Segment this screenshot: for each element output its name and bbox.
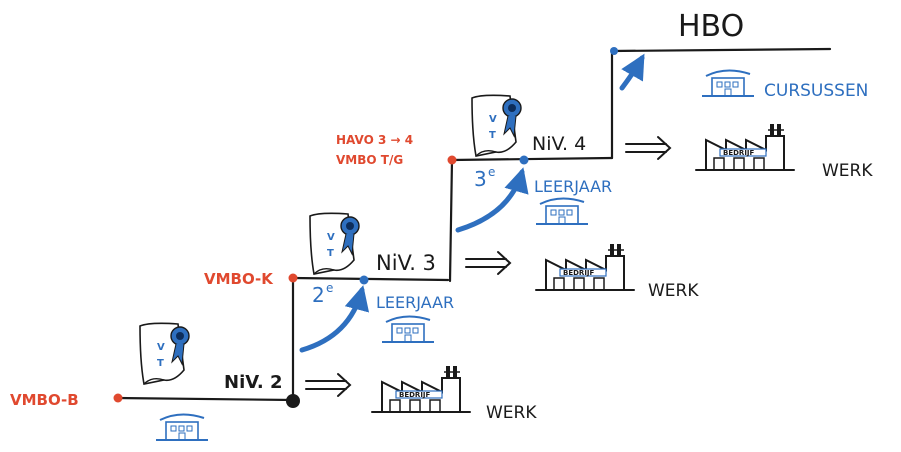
double-arrow-niv2 (305, 373, 352, 397)
leerjaar-2-word: LEERJAAR (376, 293, 454, 312)
dot-vmbo-b (113, 393, 123, 403)
dot-niv3 (359, 275, 369, 285)
arrow-niv3-to-niv4 (455, 167, 529, 233)
label-niv4: NiV. 4 (532, 133, 586, 155)
step-line-niv3 (291, 276, 450, 282)
step-line-niv2 (116, 396, 295, 402)
diploma-letter-t: T (489, 130, 496, 141)
label-cursussen: CURSUSSEN (764, 81, 868, 101)
diploma-letter-v: V (157, 342, 165, 353)
diploma-icon-niv4 (471, 94, 522, 157)
double-arrow-niv3 (465, 251, 512, 275)
staircase (116, 47, 832, 402)
diploma-letter-t: T (327, 248, 334, 259)
leerjaar-3-sup: e (488, 165, 495, 179)
dot-havo (447, 155, 457, 165)
double-arrow-niv4 (625, 136, 672, 160)
diploma-letter-v: V (327, 232, 335, 243)
step-line-hbo (610, 47, 832, 53)
leerjaar-3-word: LEERJAAR (534, 177, 612, 196)
ground-lines (371, 169, 795, 413)
diploma-letter-t: T (157, 358, 164, 369)
factory-sign-text: BEDRIJF (723, 149, 755, 157)
school-icon-cursussen (701, 69, 755, 97)
dot-vmbo-k (288, 273, 298, 283)
school-icon-niv4 (535, 197, 589, 225)
label-hbo: HBO (678, 9, 744, 44)
factory-sign-text: BEDRIJF (563, 269, 595, 277)
label-werk-niv2: WERK (486, 403, 537, 423)
label-werk-niv4: WERK (822, 161, 873, 181)
progression-arrows (299, 53, 645, 353)
label-havo-line1: HAVO 3 → 4 (336, 133, 413, 147)
riser-line-3-4 (448, 158, 454, 283)
label-niv2: NiV. 2 (224, 372, 282, 393)
step-dots (113, 47, 618, 408)
dot-niv2 (286, 394, 300, 408)
factory-icon-niv4 (705, 123, 785, 171)
arrow-to-hbo (619, 53, 645, 91)
dot-hbo (610, 47, 618, 55)
dot-niv4 (519, 155, 529, 165)
factory-icon-niv3 (545, 243, 625, 291)
arrow-niv2-to-niv3 (299, 285, 370, 353)
factory-icon-niv2 (381, 365, 461, 413)
label-niv3: NiV. 3 (376, 251, 436, 275)
label-havo-line2: VMBO T/G (336, 153, 403, 167)
outcome-arrows (305, 136, 672, 397)
factory-sign-text: BEDRIJF (399, 391, 431, 399)
leerjaar-2-number: 2 (312, 283, 325, 307)
school-icon-niv3 (381, 315, 435, 343)
school-icon-niv2 (155, 413, 209, 441)
diploma-letter-v: V (489, 114, 497, 125)
label-vmbo-k: VMBO-K (204, 270, 274, 288)
label-vmbo-b: VMBO-B (10, 391, 79, 409)
leerjaar-2-sup: e (326, 281, 333, 295)
leerjaar-3-number: 3 (474, 167, 487, 191)
diploma-icon-niv3 (309, 212, 360, 275)
label-werk-niv3: WERK (648, 281, 699, 301)
diploma-icon-niv2 (139, 322, 190, 385)
step-line-niv4 (450, 156, 614, 162)
